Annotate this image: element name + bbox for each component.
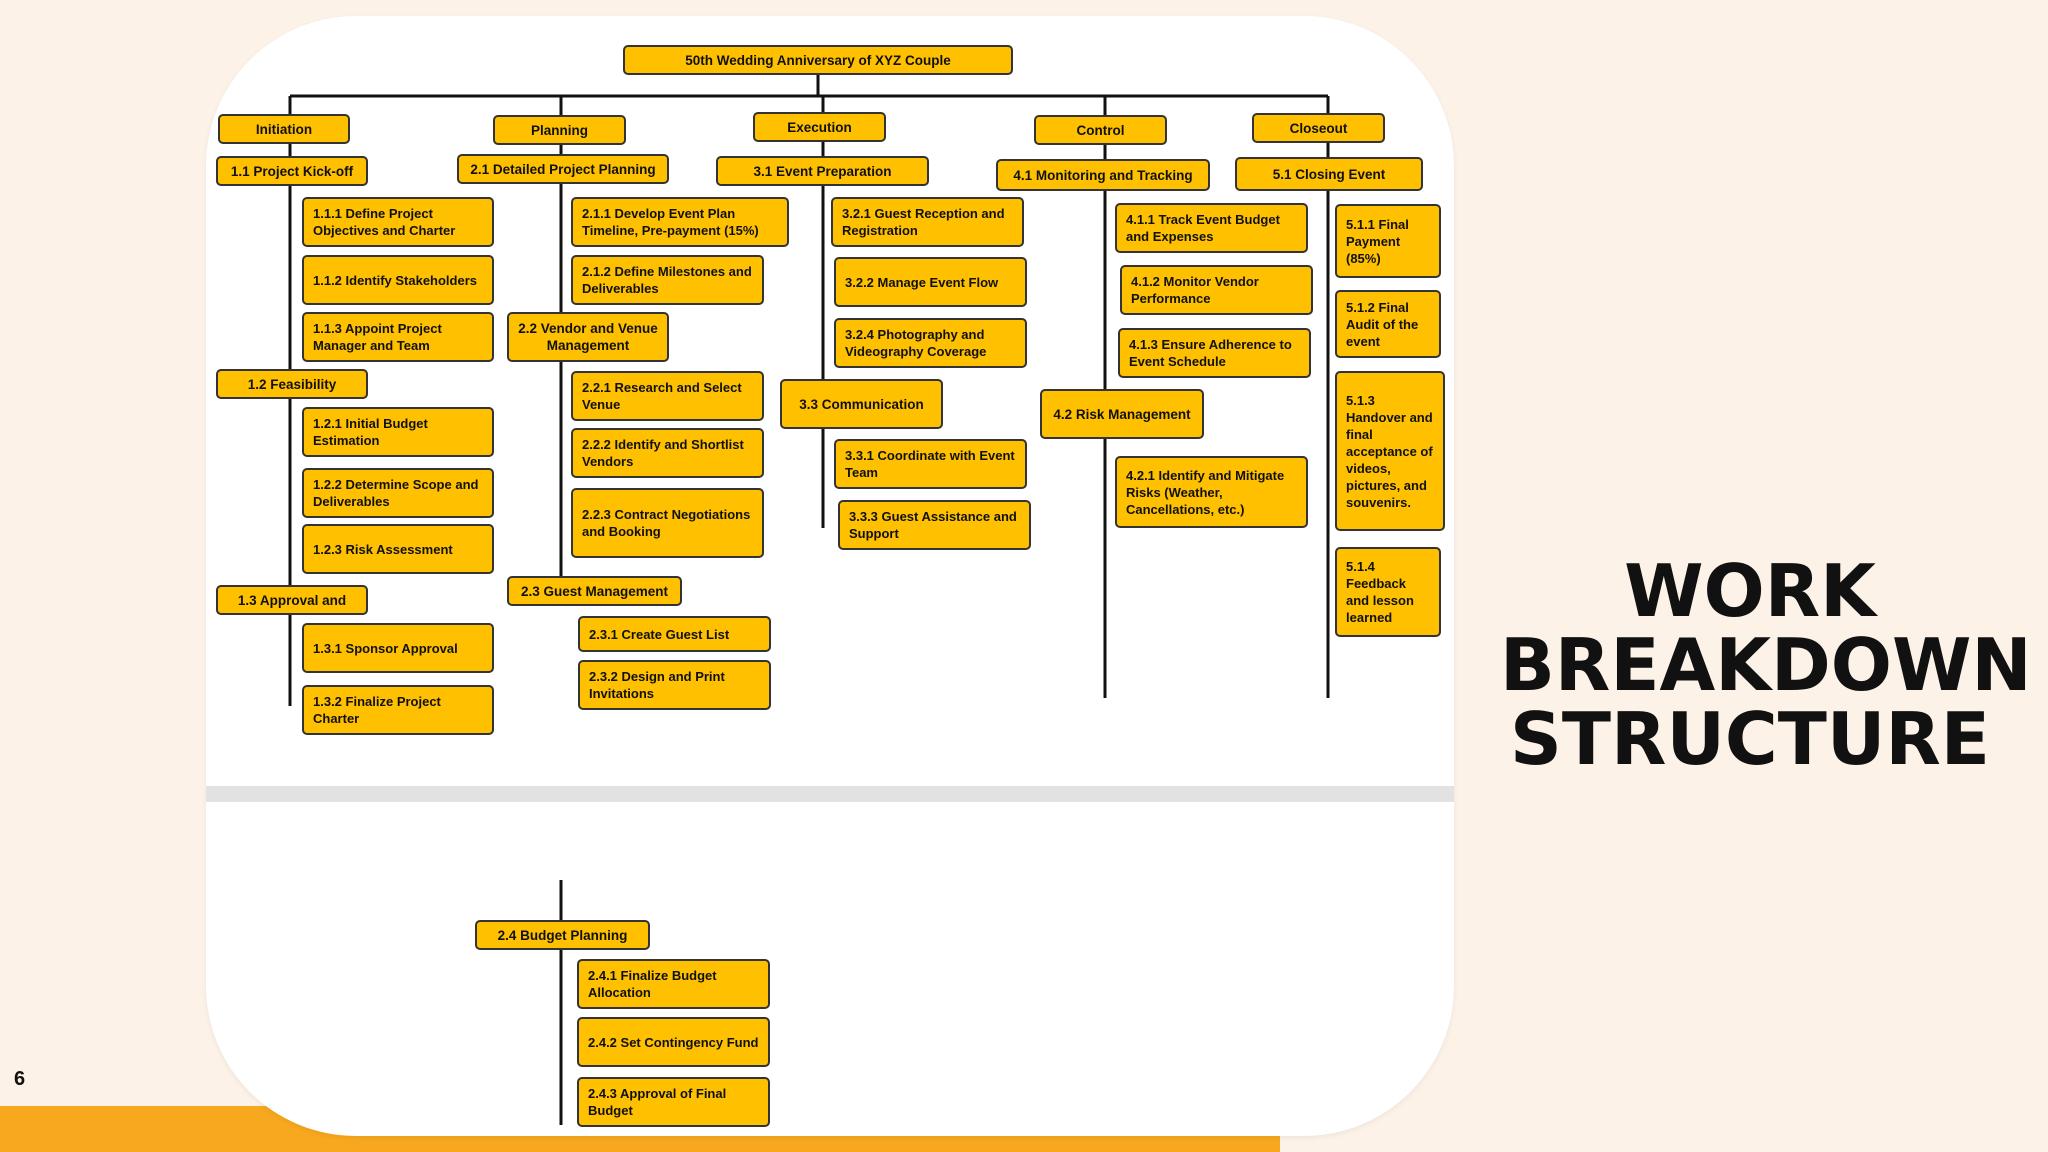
wbs-node-4-1-2: 4.1.2 Monitor Vendor Performance <box>1120 265 1313 315</box>
phase-closeout: Closeout <box>1252 113 1385 143</box>
wbs-node-5-1: 5.1 Closing Event <box>1235 157 1423 191</box>
wbs-node-1-1-3: 1.1.3 Appoint Project Manager and Team <box>302 312 494 362</box>
wbs-node-2-2-1: 2.2.1 Research and Select Venue <box>571 371 764 421</box>
wbs-node-1-2: 1.2 Feasibility <box>216 369 368 399</box>
wbs-node-1-3-1: 1.3.1 Sponsor Approval <box>302 623 494 673</box>
wbs-node-2-3: 2.3 Guest Management <box>507 576 682 606</box>
wbs-node-1-1: 1.1 Project Kick-off <box>216 156 368 186</box>
wbs-node-3-2-1: 3.2.1 Guest Reception and Registration <box>831 197 1024 247</box>
wbs-node-2-4-1: 2.4.1 Finalize Budget Allocation <box>577 959 770 1009</box>
page-number: 6 <box>14 1068 26 1090</box>
wbs-root-node: 50th Wedding Anniversary of XYZ Couple <box>623 45 1013 75</box>
wbs-node-1-3: 1.3 Approval and <box>216 585 368 615</box>
slide-title-line-3: STRUCTURE <box>1510 697 1990 781</box>
wbs-node-1-1-1: 1.1.1 Define Project Objectives and Char… <box>302 197 494 247</box>
wbs-node-1-2-2: 1.2.2 Determine Scope and Deliverables <box>302 468 494 518</box>
wbs-node-5-1-3: 5.1.3 Handover and final acceptance of v… <box>1335 371 1445 531</box>
wbs-node-1-2-1: 1.2.1 Initial Budget Estimation <box>302 407 494 457</box>
phase-control: Control <box>1034 115 1167 145</box>
wbs-node-2-2: 2.2 Vendor and Venue Management <box>507 312 669 362</box>
wbs-node-2-4: 2.4 Budget Planning <box>475 920 650 950</box>
wbs-node-3-3-1: 3.3.1 Coordinate with Event Team <box>834 439 1027 489</box>
slide-title: WORK BREAKDOWN STRUCTURE <box>1500 549 2032 781</box>
wbs-node-3-2-4: 3.2.4 Photography and Videography Covera… <box>834 318 1027 368</box>
wbs-node-1-3-2: 1.3.2 Finalize Project Charter <box>302 685 494 735</box>
wbs-node-2-4-3: 2.4.3 Approval of Final Budget <box>577 1077 770 1127</box>
wbs-node-4-1: 4.1 Monitoring and Tracking <box>996 159 1210 191</box>
wbs-node-2-2-2: 2.2.2 Identify and Shortlist Vendors <box>571 428 764 478</box>
phase-initiation: Initiation <box>218 114 350 144</box>
wbs-node-5-1-4: 5.1.4 Feedback and lesson learned <box>1335 547 1441 637</box>
wbs-node-2-3-2: 2.3.2 Design and Print Invitations <box>578 660 771 710</box>
wbs-node-3-2-2: 3.2.2 Manage Event Flow <box>834 257 1027 307</box>
wbs-node-4-1-3: 4.1.3 Ensure Adherence to Event Schedule <box>1118 328 1311 378</box>
wbs-node-3-3-3: 3.3.3 Guest Assistance and Support <box>838 500 1031 550</box>
wbs-node-2-1-2: 2.1.2 Define Milestones and Deliverables <box>571 255 764 305</box>
wbs-node-5-1-1: 5.1.1 Final Payment (85%) <box>1335 204 1441 278</box>
phase-execution: Execution <box>753 112 886 142</box>
wbs-node-3-1: 3.1 Event Preparation <box>716 156 929 186</box>
wbs-node-2-1: 2.1 Detailed Project Planning <box>457 154 669 184</box>
wbs-node-5-1-2: 5.1.2 Final Audit of the event <box>1335 290 1441 358</box>
slide-title-line-1: WORK <box>1624 549 1876 633</box>
wbs-node-3-3: 3.3 Communication <box>780 379 943 429</box>
wbs-node-2-2-3: 2.2.3 Contract Negotiations and Booking <box>571 488 764 558</box>
wbs-node-2-4-2: 2.4.2 Set Contingency Fund <box>577 1017 770 1067</box>
wbs-node-4-1-1: 4.1.1 Track Event Budget and Expenses <box>1115 203 1308 253</box>
wbs-node-2-3-1: 2.3.1 Create Guest List <box>578 616 771 652</box>
wbs-node-4-2: 4.2 Risk Management <box>1040 389 1204 439</box>
wbs-node-2-1-1: 2.1.1 Develop Event Plan Timeline, Pre-p… <box>571 197 789 247</box>
diagram-separator-band <box>206 786 1454 802</box>
wbs-node-1-1-2: 1.1.2 Identify Stakeholders <box>302 255 494 305</box>
wbs-node-1-2-3: 1.2.3 Risk Assessment <box>302 524 494 574</box>
phase-planning: Planning <box>493 115 626 145</box>
wbs-node-4-2-1: 4.2.1 Identify and Mitigate Risks (Weath… <box>1115 456 1308 528</box>
slide-title-line-2: BREAKDOWN <box>1500 623 2032 707</box>
